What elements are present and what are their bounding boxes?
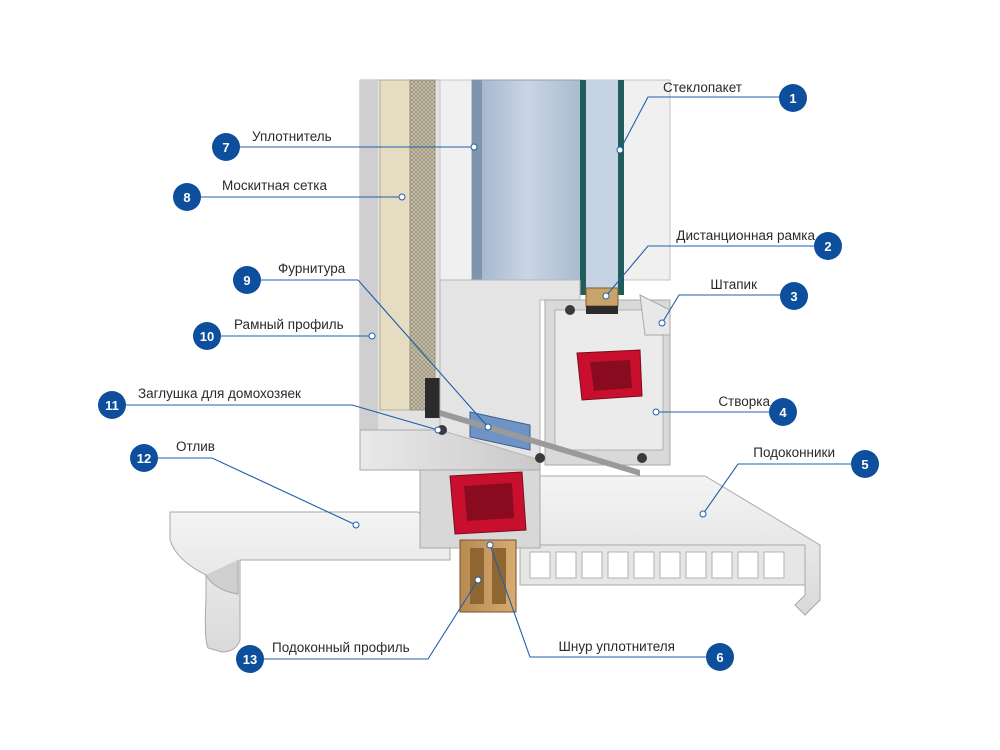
callout-2: Дистанционная рамка 2 [676,228,842,260]
callout-badge-4 [769,398,797,426]
callout-number-3: 3 [790,289,797,304]
callout-13: 13 Подоконный профиль [236,640,410,673]
callout-number-2: 2 [824,239,831,254]
callout-number-10: 10 [200,329,214,344]
sash-area [439,79,671,466]
spacer-frame [585,287,619,307]
callout-badge-2 [814,232,842,260]
callout-label-4: Створка [718,394,770,409]
callout-1: Стеклопакет 1 [663,80,807,112]
seal-outer [565,305,575,315]
callout-label-7: Уплотнитель [252,129,332,144]
net-holder [425,378,443,418]
callout-number-11: 11 [105,398,119,413]
callout-label-3: Штапик [710,277,757,292]
leader-lines [125,96,853,660]
callout-4: Створка 4 [718,394,797,426]
callout-number-6: 6 [716,650,723,665]
sill-profile [459,539,517,613]
callout-number-12: 12 [137,451,151,466]
callout-badge-10 [193,322,221,350]
callout-6: Шнур уплотнителя 6 [559,639,734,671]
callout-badge-1 [779,84,807,112]
callout-badge-5 [851,450,879,478]
callout-number-13: 13 [243,652,257,667]
callout-badge-12 [130,444,158,472]
callout-badge-9 [233,266,261,294]
sash-reinforcement-inner [590,360,632,391]
callout-badge-8 [173,183,201,211]
window-board [519,475,821,616]
callout-number-9: 9 [243,273,250,288]
callout-badge-11 [98,391,126,419]
callout-9: 9 Фурнитура [233,261,346,294]
callout-label-1: Стеклопакет [663,80,742,95]
leader-dots [352,143,707,584]
callout-5: Подоконники 5 [753,445,879,478]
callout-label-9: Фурнитура [278,261,346,276]
callout-number-1: 1 [789,91,796,106]
callout-10: 10 Рамный профиль [193,317,344,350]
callout-8: 8 Москитная сетка [173,178,328,211]
callout-label-10: Рамный профиль [234,317,344,332]
callout-number-5: 5 [861,457,868,472]
callout-11: 11 Заглушка для домохозяек [98,386,301,419]
seal-frame [535,453,545,463]
callout-label-2: Дистанционная рамка [676,228,815,243]
callout-3: Штапик 3 [710,277,808,310]
callout-12: 12 Отлив [130,439,215,472]
callout-7: 7 Уплотнитель [212,129,332,161]
frame-reinforcement-inner [464,483,514,521]
callout-badge-13 [236,645,264,673]
callout-badge-7 [212,133,240,161]
callout-label-5: Подоконники [753,445,835,460]
drip-sill [169,511,451,653]
callout-label-11: Заглушка для домохозяек [138,386,301,401]
callout-label-12: Отлив [176,439,215,454]
callout-label-6: Шнур уплотнителя [559,639,675,654]
callout-badge-3 [780,282,808,310]
callout-label-13: Подоконный профиль [272,640,410,655]
callout-badge-6 [706,643,734,671]
spacer-seal [586,306,618,314]
seal-inner [637,453,647,463]
callout-number-7: 7 [222,140,229,155]
callout-label-8: Москитная сетка [222,178,328,193]
mosquito-net-frame [379,79,411,411]
mosquito-net-mesh [409,79,436,411]
callout-number-4: 4 [779,405,787,420]
callout-number-8: 8 [183,190,190,205]
